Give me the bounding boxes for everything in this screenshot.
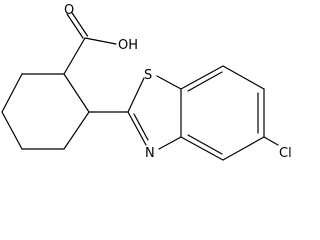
atom-label-chlorine: Cl <box>279 146 292 161</box>
atom-label-oxygen: O <box>64 3 74 18</box>
double-bond <box>187 71 223 92</box>
bond <box>84 37 117 45</box>
atom-label-hydroxyl: OH <box>118 38 138 53</box>
bond <box>127 77 145 113</box>
bond <box>222 65 265 90</box>
bond <box>222 136 265 161</box>
bond <box>1 111 23 150</box>
double-bond <box>66 13 84 39</box>
atom-label-sulfur: S <box>144 68 152 83</box>
double-bond <box>70 11 89 37</box>
bond <box>63 37 86 75</box>
bond <box>158 136 182 150</box>
bond <box>63 73 90 113</box>
structure-canvas: O OH S N Cl <box>1 3 292 161</box>
bond <box>263 136 279 146</box>
molecule-drawing: O OH S N Cl <box>1 3 292 161</box>
bond <box>63 111 90 150</box>
atom-label-nitrogen: N <box>145 146 155 161</box>
double-bond <box>187 134 223 155</box>
bond <box>180 136 224 161</box>
bond <box>1 73 23 113</box>
bond <box>156 75 182 90</box>
double-bond <box>133 113 149 141</box>
bond <box>127 111 147 146</box>
bond <box>180 65 224 90</box>
